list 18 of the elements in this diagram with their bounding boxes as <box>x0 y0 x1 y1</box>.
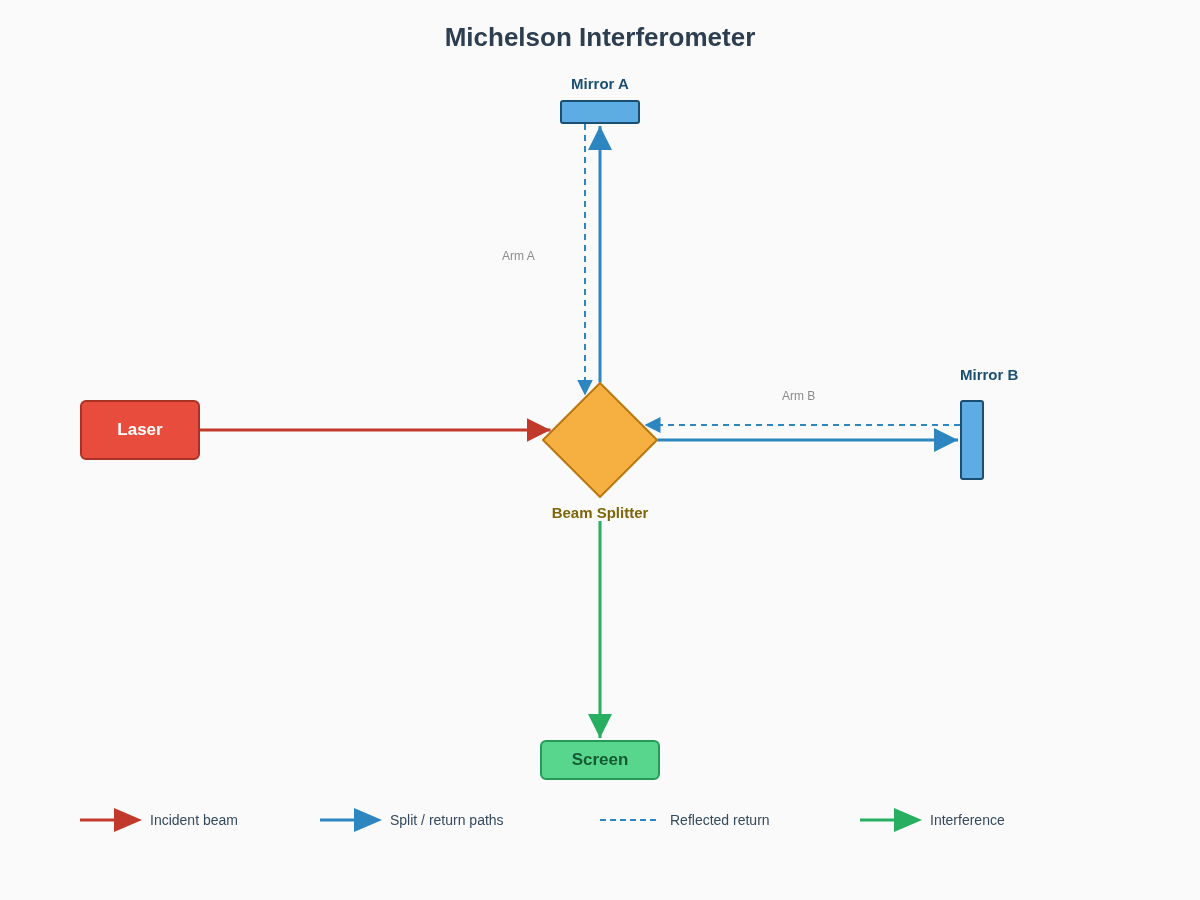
arrow <box>657 428 958 452</box>
laser-box: Laser <box>80 400 200 460</box>
legend-label: Split / return paths <box>390 812 504 828</box>
mirror-label: Mirror A <box>571 75 629 92</box>
annotation-label: Arm A <box>502 249 535 263</box>
arrow <box>588 521 612 738</box>
dashed-arrow <box>577 123 593 397</box>
legend-label: Reflected return <box>670 812 770 828</box>
legend-label: Interference <box>930 812 1005 828</box>
legend-label: Incident beam <box>150 812 238 828</box>
arrow <box>588 126 612 383</box>
beam-splitter-label: Beam Splitter <box>551 504 649 521</box>
arrow <box>200 418 551 442</box>
screen-box: Screen <box>540 740 660 780</box>
dashed-arrow <box>643 417 961 433</box>
diagram-title: Michelson Interferometer <box>444 22 756 53</box>
annotation-label: Arm B <box>782 389 816 403</box>
mirror-label: Mirror B <box>960 366 1019 383</box>
